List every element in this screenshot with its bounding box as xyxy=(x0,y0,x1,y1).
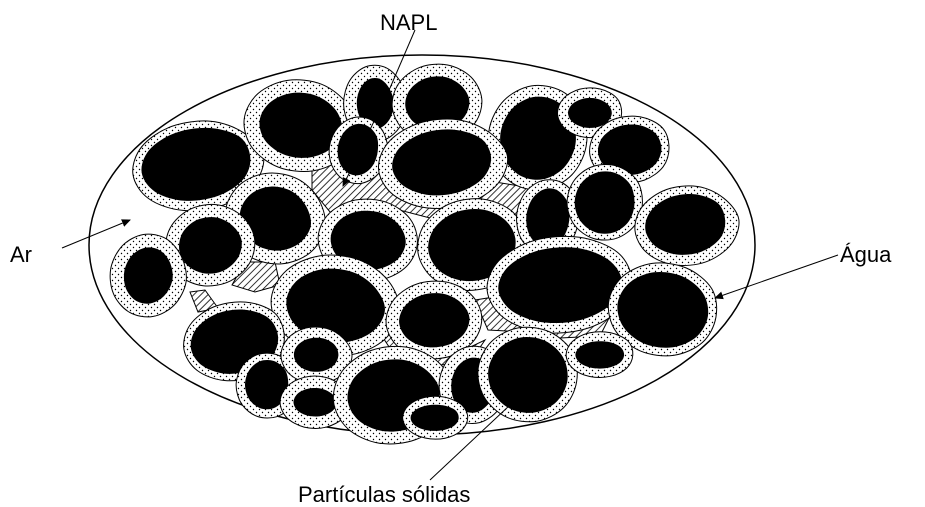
solid-particle xyxy=(488,337,568,413)
water-label: Água xyxy=(840,242,892,267)
napl-label: NAPL xyxy=(380,10,437,35)
solid-particle xyxy=(294,338,339,372)
air-label: Ar xyxy=(10,242,32,267)
solids-label: Partículas sólidas xyxy=(298,482,470,507)
solid-particle xyxy=(411,405,459,431)
solid-particle xyxy=(575,171,635,233)
solid-particle xyxy=(575,341,624,368)
